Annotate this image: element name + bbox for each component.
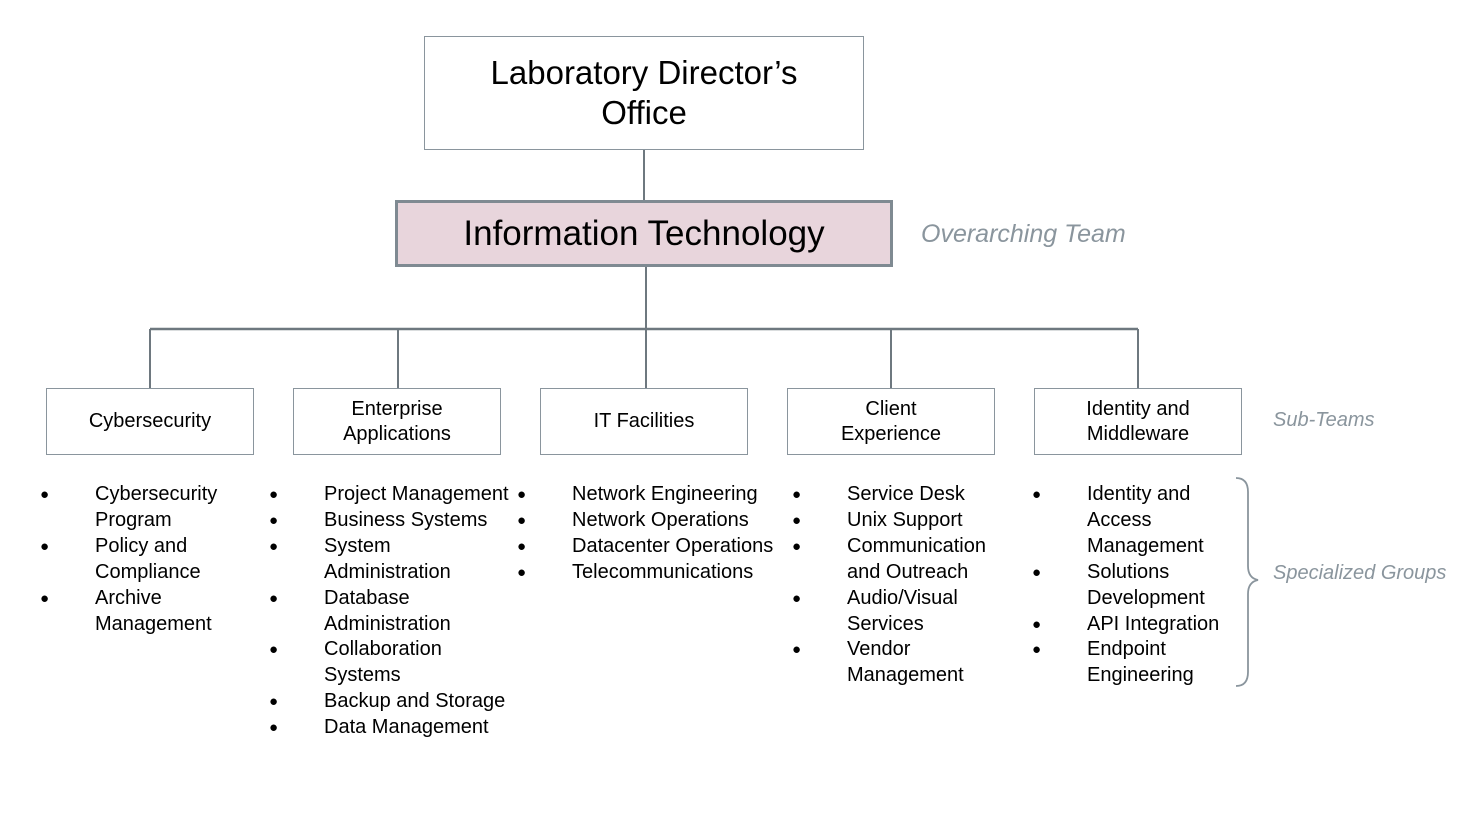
- specialized-group-item: ● Datacenter Operations: [517, 534, 779, 560]
- specialized-group-item: ● Audio/Visual Services: [792, 586, 1004, 638]
- bullet-icon: ●: [792, 589, 802, 607]
- specialized-group-item: ● Network Operations: [517, 508, 779, 534]
- laboratory-directors-office-label: Laboratory Director’s Office: [490, 54, 798, 131]
- specialized-group-item: ● Network Engineering: [517, 482, 779, 508]
- specialized-group-item: ● Identity and Access Management: [1032, 482, 1236, 560]
- specialized-group-label: Data Management: [324, 716, 489, 739]
- sub-teams-tag: Sub-Teams: [1273, 409, 1375, 431]
- specialized-group-item: ● Archive Management: [40, 586, 240, 638]
- specialized-group-label: Datacenter Operations: [572, 534, 774, 557]
- sub-team-label: IT Facilities: [593, 410, 695, 432]
- specialized-group-item: ● Backup and Storage: [269, 689, 509, 715]
- bullet-icon: ●: [517, 537, 527, 555]
- bullet-icon: ●: [269, 693, 279, 711]
- bullet-icon: ●: [792, 537, 802, 555]
- specialized-group-label: Audio/Visual Services: [847, 586, 958, 635]
- specialized-group-label: System Administration: [324, 534, 451, 583]
- bullet-icon: ●: [792, 511, 802, 529]
- specialized-group-label: Business Systems: [324, 508, 488, 531]
- specialized-group-label: Unix Support: [847, 508, 963, 531]
- specialized-group-item: ● Telecommunications: [517, 560, 779, 586]
- specialized-group-label: API Integration: [1087, 612, 1220, 635]
- specialized-group-label: Archive Management: [95, 586, 212, 635]
- bullet-icon: ●: [269, 511, 279, 529]
- sub-team-it-facilities-box: IT Facilities: [540, 388, 748, 455]
- specialized-group-label: Collaboration Systems: [324, 638, 442, 687]
- specialized-group-label: Cybersecurity Program: [95, 483, 218, 531]
- specialized-group-label: Policy and Compliance: [95, 534, 201, 583]
- specialized-group-item: ● Business Systems: [269, 508, 509, 534]
- sub-team-label: Identity and Middleware: [1086, 397, 1190, 445]
- overarching-team-tag: Overarching Team: [921, 220, 1126, 248]
- specialized-group-label: Solutions Development: [1087, 560, 1205, 609]
- groups-it-facilities: ●Network Engineering●Network Operations●…: [517, 482, 779, 586]
- specialized-group-item: ● Vendor Management: [792, 637, 1004, 689]
- specialized-group-item: ● API Integration: [1032, 612, 1236, 638]
- sub-team-identity-middleware-box: Identity and Middleware: [1034, 388, 1242, 455]
- sub-team-cybersecurity-box: Cybersecurity: [46, 388, 254, 455]
- specialized-group-item: ● Data Management: [269, 715, 509, 741]
- bullet-icon: ●: [269, 486, 279, 503]
- specialized-group-label: Database Administration: [324, 586, 451, 635]
- sub-team-enterprise-applications-box: Enterprise Applications: [293, 388, 501, 455]
- specialized-group-item: ● Cybersecurity Program: [40, 482, 240, 534]
- specialized-groups-brace: [1235, 477, 1259, 687]
- bullet-icon: ●: [40, 537, 50, 555]
- specialized-group-item: ● Collaboration Systems: [269, 637, 509, 689]
- bullet-icon: ●: [269, 719, 279, 737]
- specialized-group-label: Vendor Management: [847, 638, 964, 687]
- bullet-icon: ●: [269, 537, 279, 555]
- sub-team-client-experience-box: Client Experience: [787, 388, 995, 455]
- information-technology-label: Information Technology: [463, 213, 825, 253]
- specialized-group-item: ● Solutions Development: [1032, 560, 1236, 612]
- groups-identity-middleware: ● Identity and Access Management ● Solution…: [1032, 482, 1236, 689]
- specialized-group-item: ● Project Management: [269, 482, 509, 508]
- bullet-icon: ●: [517, 486, 527, 503]
- specialized-group-item: ● Database Administration: [269, 586, 509, 638]
- bullet-icon: ●: [269, 589, 279, 607]
- groups-cybersecurity: ● Cybersecurity Program ● Policy and Compli…: [40, 482, 240, 637]
- specialized-group-item: ● Communication and Outreach: [792, 534, 1004, 586]
- sub-team-label: Enterprise Applications: [343, 397, 451, 445]
- bullet-icon: ●: [1032, 615, 1042, 633]
- specialized-group-label: Project Management: [324, 483, 509, 505]
- bullet-icon: ●: [1032, 486, 1042, 503]
- specialized-group-label: Communication and Outreach: [847, 534, 986, 583]
- specialized-group-label: Endpoint Engineering: [1087, 638, 1194, 687]
- specialized-group-label: Backup and Storage: [324, 690, 506, 713]
- sub-team-label: Cybersecurity: [88, 410, 212, 432]
- specialized-group-label: Telecommunications: [572, 560, 754, 583]
- laboratory-directors-office-box: Laboratory Director’s Office: [424, 36, 864, 150]
- information-technology-box: Information Technology: [395, 200, 893, 267]
- sub-team-label: Client Experience: [840, 397, 942, 445]
- specialized-group-label: Identity and Access Management: [1087, 483, 1204, 557]
- specialized-group-label: Network Engineering: [572, 483, 758, 505]
- bullet-icon: ●: [269, 641, 279, 659]
- bullet-icon: ●: [517, 563, 527, 581]
- bullet-icon: ●: [40, 486, 50, 503]
- specialized-group-item: ● Unix Support: [792, 508, 1004, 534]
- bullet-icon: ●: [517, 511, 527, 529]
- specialized-group-item: ● Policy and Compliance: [40, 534, 240, 586]
- specialized-group-item: ● Endpoint Engineering: [1032, 637, 1236, 689]
- specialized-group-item: ● Service Desk: [792, 482, 1004, 508]
- groups-enterprise-applications: ● Project Management ● Business Systems ● Sys…: [269, 482, 509, 741]
- bullet-icon: ●: [792, 486, 802, 503]
- specialized-group-label: Network Operations: [572, 508, 749, 531]
- bullet-icon: ●: [1032, 563, 1042, 581]
- bullet-icon: ●: [1032, 641, 1042, 659]
- bullet-icon: ●: [40, 589, 50, 607]
- specialized-group-item: ● System Administration: [269, 534, 509, 586]
- specialized-groups-tag: Specialized Groups: [1273, 562, 1447, 584]
- groups-client-experience: ● Service Desk ● Unix Support ● Communication…: [792, 482, 1004, 689]
- bullet-icon: ●: [792, 641, 802, 659]
- specialized-group-label: Service Desk: [847, 483, 965, 505]
